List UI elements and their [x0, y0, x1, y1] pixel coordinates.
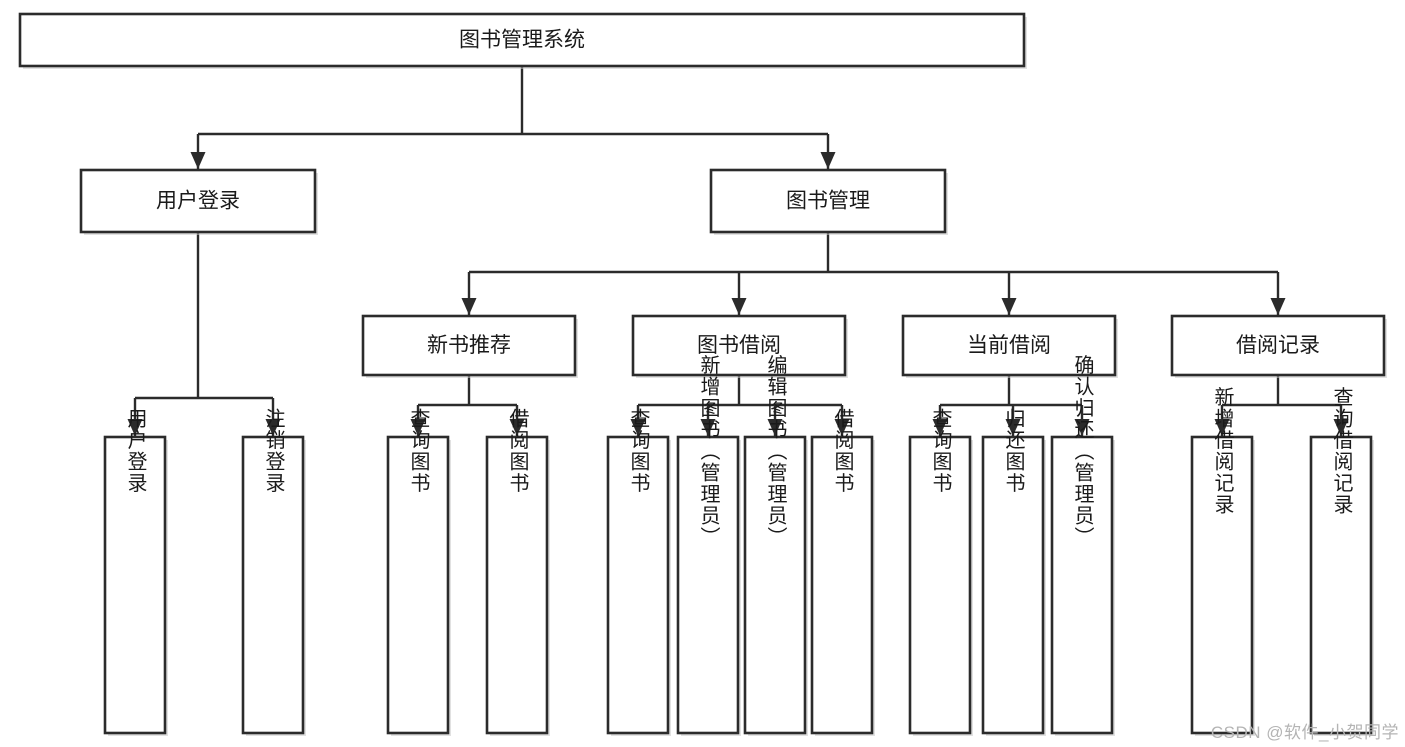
node-leaf-6[interactable]: 编辑图书（管理员）	[743, 354, 808, 736]
node-label: 借阅图书	[506, 408, 529, 494]
arrow-head-icon	[1005, 419, 1021, 436]
node-leaf-8[interactable]: 查询图书	[908, 408, 973, 736]
node-label: 新书推荐	[427, 334, 511, 357]
arrow-head-icon	[932, 419, 948, 436]
arrow-head-icon	[1074, 419, 1090, 436]
node-box[interactable]	[1190, 435, 1254, 735]
arrow-head-icon	[834, 419, 850, 436]
node-box[interactable]	[1170, 314, 1386, 377]
node-box[interactable]	[908, 435, 972, 735]
arrow-head-icon	[700, 419, 716, 436]
node-leaf-4[interactable]: 查询图书	[606, 408, 671, 736]
node-box[interactable]	[103, 435, 167, 735]
node-box[interactable]	[676, 435, 740, 735]
arrow-head-icon	[1333, 419, 1349, 436]
arrow-head-icon	[1214, 419, 1230, 436]
node-box[interactable]	[18, 12, 1026, 68]
node-root-0[interactable]: 图书管理系统	[18, 12, 1027, 69]
node-leaf-7[interactable]: 借阅图书	[810, 408, 875, 736]
arrow-head-icon	[1270, 298, 1286, 315]
node-label: 当前借阅	[967, 334, 1051, 357]
node-l2-1[interactable]: 图书管理	[709, 168, 948, 235]
arrow-head-icon	[127, 419, 143, 436]
arrow-head-icon	[731, 298, 747, 315]
node-label: 借阅图书	[831, 408, 854, 494]
arrow-head-icon	[630, 419, 646, 436]
arrow-head-icon	[767, 419, 783, 436]
node-label: 查询图书	[627, 408, 650, 494]
node-box[interactable]	[631, 314, 847, 377]
node-leaf-3[interactable]: 借阅图书	[485, 408, 550, 736]
node-box[interactable]	[606, 435, 670, 735]
node-l3-2[interactable]: 当前借阅	[901, 314, 1118, 378]
arrow-head-icon	[410, 419, 426, 436]
node-l3-3[interactable]: 借阅记录	[1170, 314, 1387, 378]
node-l3-1[interactable]: 图书借阅	[631, 314, 848, 378]
node-label: 查询图书	[407, 408, 430, 494]
node-leaf-2[interactable]: 查询图书	[386, 408, 451, 736]
arrow-head-icon	[265, 419, 281, 436]
node-leaf-9[interactable]: 归还图书	[981, 408, 1046, 736]
node-l2-0[interactable]: 用户登录	[79, 168, 318, 235]
node-label: 新增借阅记录	[1211, 386, 1234, 515]
node-box[interactable]	[901, 314, 1117, 377]
node-box[interactable]	[79, 168, 317, 234]
node-label: 新增图书（管理员）	[697, 354, 720, 548]
node-leaf-1[interactable]: 注销登录	[241, 408, 306, 736]
node-label: 图书借阅	[697, 334, 781, 357]
node-label: 用户登录	[124, 408, 147, 494]
connector-layer	[127, 66, 1349, 436]
arrow-head-icon	[461, 298, 477, 315]
arrow-head-icon	[190, 152, 206, 169]
node-leaf-5[interactable]: 新增图书（管理员）	[676, 354, 741, 736]
node-l3-0[interactable]: 新书推荐	[361, 314, 578, 378]
node-leaf-11[interactable]: 新增借阅记录	[1190, 386, 1255, 736]
node-box[interactable]	[485, 435, 549, 735]
node-box[interactable]	[981, 435, 1045, 735]
node-label: 查询图书	[929, 408, 952, 494]
arrow-head-icon	[820, 152, 836, 169]
node-label: 借阅记录	[1236, 334, 1320, 357]
node-leaf-12[interactable]: 查询借阅记录	[1309, 386, 1374, 736]
node-label: 用户登录	[156, 190, 240, 213]
node-box[interactable]	[241, 435, 305, 735]
node-leaf-10[interactable]: 确认归还（管理员）	[1050, 354, 1115, 736]
node-label: 归还图书	[1002, 408, 1025, 494]
node-label: 图书管理	[786, 190, 870, 213]
node-box[interactable]	[386, 435, 450, 735]
node-box[interactable]	[709, 168, 947, 234]
node-layer: 图书管理系统用户登录图书管理新书推荐图书借阅当前借阅借阅记录用户登录注销登录查询…	[18, 12, 1387, 736]
node-label: 确认归还（管理员）	[1071, 354, 1094, 548]
arrow-head-icon	[509, 419, 525, 436]
node-label: 查询借阅记录	[1330, 386, 1353, 515]
arrow-head-icon	[1001, 298, 1017, 315]
node-box[interactable]	[1050, 435, 1114, 735]
node-box[interactable]	[743, 435, 807, 735]
node-box[interactable]	[810, 435, 874, 735]
node-box[interactable]	[1309, 435, 1373, 735]
node-label: 图书管理系统	[459, 29, 585, 52]
node-box[interactable]	[361, 314, 577, 377]
node-label: 编辑图书（管理员）	[764, 354, 787, 548]
node-leaf-0[interactable]: 用户登录	[103, 408, 168, 736]
node-label: 注销登录	[262, 408, 285, 494]
